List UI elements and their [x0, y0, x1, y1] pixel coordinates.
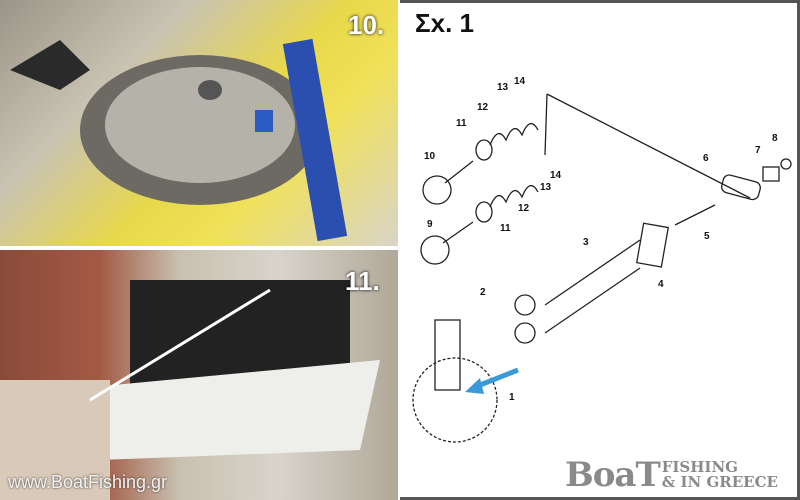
part-label: 11	[500, 223, 511, 234]
figure-title: Σx. 1	[415, 8, 474, 38]
part-label: 9	[427, 219, 433, 230]
part-label: 3	[583, 237, 589, 248]
logo-main: BoaT	[565, 455, 661, 495]
logo-line2: & IN GREECE	[661, 473, 778, 491]
engine-illustration	[0, 280, 380, 500]
recoil-starter-photo	[0, 0, 398, 246]
boat-fishing-logo: BoaT FISHING& IN GREECE	[565, 455, 778, 495]
part-label: 5	[704, 231, 710, 242]
outboard-engine-photo	[0, 250, 398, 500]
part-label: 12	[518, 203, 530, 214]
cam-gear	[412, 357, 498, 443]
part-label: 1	[509, 392, 515, 403]
blue-arrow	[474, 367, 519, 390]
part-label: 13	[540, 182, 552, 193]
photo-number-10: 10.	[348, 10, 385, 40]
exhaust-valve-head	[420, 235, 450, 265]
part-label: 10	[424, 151, 436, 162]
part-label: 8	[772, 133, 778, 144]
part-label: 12	[477, 102, 489, 113]
part-label: 13	[497, 82, 509, 93]
photo-number-11: 11.	[345, 266, 380, 296]
part-label: 14	[550, 170, 562, 181]
part-label: 14	[514, 76, 526, 87]
diagram-panel	[400, 0, 800, 500]
part-label: 4	[658, 279, 664, 290]
intake-valve-head	[422, 175, 452, 205]
logo-line1: FISHING	[661, 458, 738, 476]
part-label: 7	[755, 145, 761, 156]
part-label: 11	[456, 118, 467, 129]
blue-arrow-head	[465, 378, 484, 394]
part-label: 6	[703, 153, 709, 164]
part-label: 2	[480, 287, 486, 298]
watermark: www.BoatFishing.gr	[8, 472, 168, 492]
starter-illustration	[10, 38, 348, 242]
